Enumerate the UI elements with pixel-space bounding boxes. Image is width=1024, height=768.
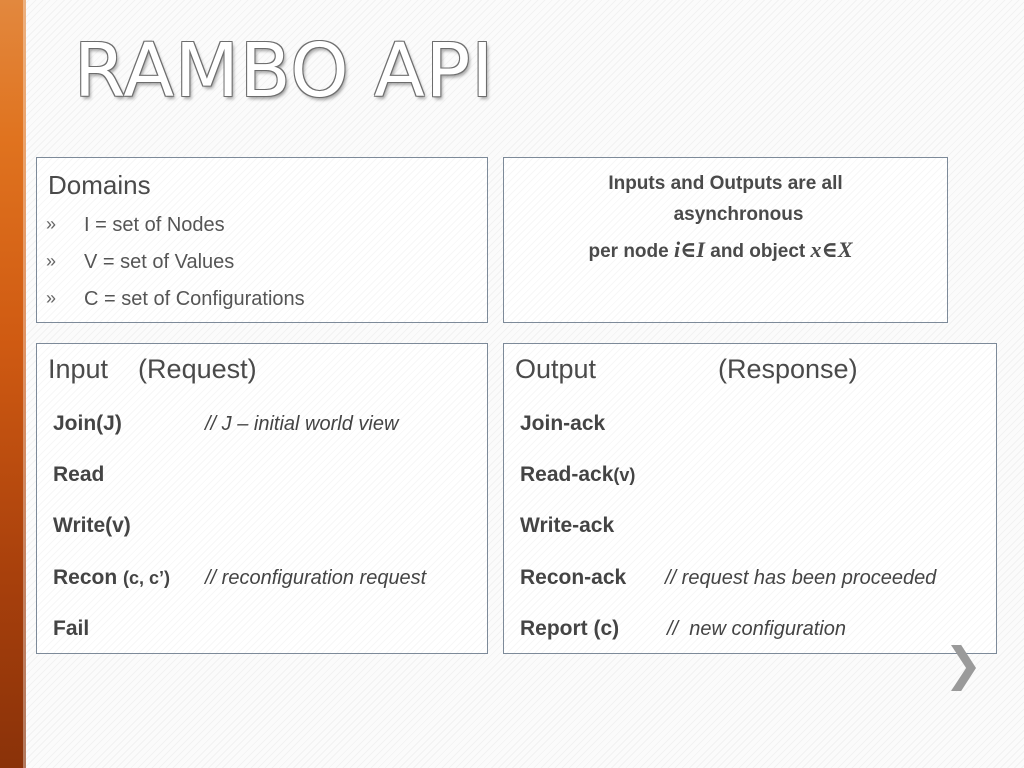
output-row-write-ack: Write-ack (520, 514, 614, 538)
slide-title: RAMBO API (74, 28, 495, 114)
output-row-report: Report (c) (520, 617, 619, 641)
output-row-join-ack: Join-ack (520, 412, 605, 436)
row-label: Read (53, 463, 105, 486)
async-text: Inputs and Outputs are all asynchronous … (504, 168, 947, 267)
list-item: » V = set of Values (46, 251, 305, 288)
input-row-recon: Recon (c, c’) (53, 566, 170, 590)
domains-list: » I = set of Nodes » V = set of Values »… (46, 214, 305, 325)
input-comment-recon: // reconfiguration request (205, 567, 427, 589)
async-line-1: Inputs and Outputs are all (608, 173, 843, 194)
row-label-args: (c, c’) (123, 568, 171, 588)
domain-nodes: I = set of Nodes (84, 214, 225, 236)
input-box: Input (Request) Join(J) // J – initial w… (36, 343, 488, 654)
bullet-icon: » (46, 214, 57, 234)
output-heading-right: (Response) (718, 354, 858, 384)
input-row-read: Read (53, 463, 104, 487)
domain-configurations: C = set of Configurations (84, 288, 305, 310)
row-label: Read-ack (520, 463, 614, 486)
domains-heading: Domains (48, 170, 151, 200)
async-line-3: per node i∈I and object x∈X (504, 234, 937, 267)
output-heading-left: Output (515, 354, 597, 384)
bullet-icon: » (46, 288, 57, 308)
output-box: Output (Response) Join-ack Read-ack(v) W… (503, 343, 997, 654)
row-label: Write(v) (53, 514, 131, 537)
list-item: » I = set of Nodes (46, 214, 305, 251)
async-line-2: asynchronous (673, 204, 804, 225)
output-comment-report: // new configuration (667, 618, 846, 640)
row-label: Join-ack (520, 412, 606, 435)
row-label: Recon (53, 566, 124, 589)
row-label: Write-ack (520, 514, 615, 537)
input-row-fail: Fail (53, 617, 89, 641)
domains-box: Domains » I = set of Nodes » V = set of … (36, 157, 488, 323)
math-object-set: x∈X (810, 237, 853, 262)
next-slide-icon[interactable]: ❯ (944, 637, 983, 691)
output-row-recon-ack: Recon-ack (520, 566, 626, 590)
async-per-node: per node (588, 241, 674, 262)
input-comment-join: // J – initial world view (205, 413, 399, 435)
list-item: » C = set of Configurations (46, 288, 305, 325)
row-label: Report (c) (520, 617, 620, 640)
math-node-set: i∈I (674, 237, 705, 262)
input-row-write: Write(v) (53, 514, 131, 538)
async-box: Inputs and Outputs are all asynchronous … (503, 157, 948, 323)
row-label: Join(J) (53, 412, 122, 435)
bullet-icon: » (46, 251, 57, 271)
row-label-args: (v) (613, 465, 636, 485)
input-heading: Input (Request) (48, 354, 257, 384)
row-label: Fail (53, 617, 90, 640)
output-comment-recon-ack: // request has been proceeded (665, 567, 937, 589)
domain-values: V = set of Values (84, 251, 235, 273)
row-label: Recon-ack (520, 566, 627, 589)
input-row-join: Join(J) (53, 412, 122, 436)
side-accent-bar (0, 0, 26, 768)
async-and-object: and object (704, 241, 811, 262)
output-row-read-ack: Read-ack(v) (520, 463, 635, 487)
